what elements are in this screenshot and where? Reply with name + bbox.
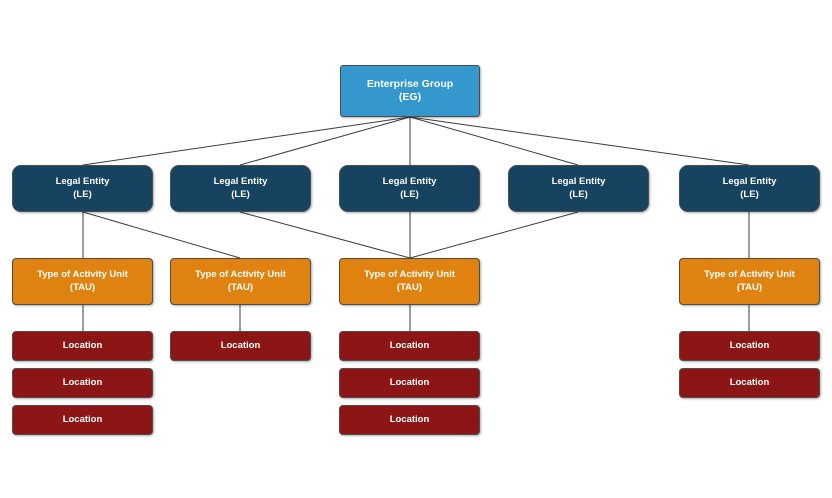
edge-eg1-to-le4 bbox=[409, 116, 579, 166]
type-of-activity-unit-node-tau1[interactable]: Type of Activity Unit(TAU) bbox=[12, 258, 153, 305]
node-label-abbreviation: (LE) bbox=[569, 188, 588, 200]
node-label-primary: Type of Activity Unit bbox=[195, 269, 286, 281]
node-label-primary: Location bbox=[729, 339, 770, 351]
location-node-loc1b[interactable]: Location bbox=[12, 368, 153, 398]
node-label-primary: Location bbox=[62, 376, 103, 388]
node-label-abbreviation: (LE) bbox=[73, 188, 92, 200]
type-of-activity-unit-node-tau3[interactable]: Type of Activity Unit(TAU) bbox=[339, 258, 480, 305]
location-node-loc1a[interactable]: Location bbox=[12, 331, 153, 361]
location-node-loc3a[interactable]: Location bbox=[339, 331, 480, 361]
node-label-primary: Location bbox=[220, 339, 261, 351]
type-of-activity-unit-node-tau2[interactable]: Type of Activity Unit(TAU) bbox=[170, 258, 311, 305]
enterprise-group-node-eg1[interactable]: Enterprise Group(EG) bbox=[340, 65, 480, 117]
node-label-primary: Legal Entity bbox=[551, 176, 606, 188]
edge-le1-to-tau2 bbox=[82, 211, 241, 259]
legal-entity-node-le5[interactable]: Legal Entity(LE) bbox=[679, 165, 820, 212]
location-node-loc5a[interactable]: Location bbox=[679, 331, 820, 361]
legal-entity-node-le2[interactable]: Legal Entity(LE) bbox=[170, 165, 311, 212]
node-label-abbreviation: (LE) bbox=[231, 188, 250, 200]
node-label-abbreviation: (TAU) bbox=[736, 281, 763, 293]
node-label-abbreviation: (TAU) bbox=[396, 281, 423, 293]
node-label-primary: Enterprise Group bbox=[366, 77, 454, 90]
node-label-primary: Location bbox=[62, 339, 103, 351]
edge-eg1-to-le5 bbox=[409, 116, 750, 166]
location-node-loc3c[interactable]: Location bbox=[339, 405, 480, 435]
node-label-abbreviation: (LE) bbox=[740, 188, 759, 200]
node-label-primary: Legal Entity bbox=[213, 176, 268, 188]
node-label-primary: Type of Activity Unit bbox=[37, 269, 128, 281]
location-node-loc2a[interactable]: Location bbox=[170, 331, 311, 361]
node-label-primary: Location bbox=[62, 413, 103, 425]
node-label-abbreviation: (LE) bbox=[400, 188, 419, 200]
node-label-primary: Type of Activity Unit bbox=[364, 269, 455, 281]
node-label-primary: Legal Entity bbox=[55, 176, 110, 188]
legal-entity-node-le1[interactable]: Legal Entity(LE) bbox=[12, 165, 153, 212]
node-label-primary: Legal Entity bbox=[382, 176, 437, 188]
node-label-primary: Location bbox=[389, 413, 430, 425]
node-label-abbreviation: (EG) bbox=[398, 91, 422, 103]
type-of-activity-unit-node-tau4[interactable]: Type of Activity Unit(TAU) bbox=[679, 258, 820, 305]
edge-eg1-to-le2 bbox=[239, 116, 411, 166]
node-label-abbreviation: (TAU) bbox=[227, 281, 254, 293]
node-label-primary: Type of Activity Unit bbox=[704, 269, 795, 281]
node-label-abbreviation: (TAU) bbox=[69, 281, 96, 293]
location-node-loc1c[interactable]: Location bbox=[12, 405, 153, 435]
node-label-primary: Legal Entity bbox=[722, 176, 777, 188]
node-label-primary: Location bbox=[389, 339, 430, 351]
legal-entity-node-le3[interactable]: Legal Entity(LE) bbox=[339, 165, 480, 212]
edge-le2-to-tau3 bbox=[239, 211, 411, 259]
edge-eg1-to-le1 bbox=[82, 116, 411, 166]
node-label-primary: Location bbox=[389, 376, 430, 388]
location-node-loc5b[interactable]: Location bbox=[679, 368, 820, 398]
location-node-loc3b[interactable]: Location bbox=[339, 368, 480, 398]
legal-entity-node-le4[interactable]: Legal Entity(LE) bbox=[508, 165, 649, 212]
edge-le4-to-tau3 bbox=[409, 211, 579, 259]
node-label-primary: Location bbox=[729, 376, 770, 388]
